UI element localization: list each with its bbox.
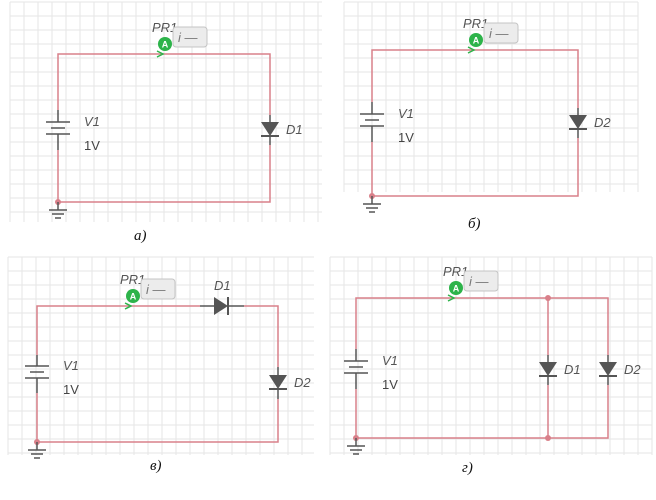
diode-icon (261, 122, 279, 136)
probe-readout-box (172, 26, 208, 48)
ammeter-probe-icon (158, 37, 172, 51)
source-value: 1V (382, 377, 398, 392)
diode-label: D2 (294, 375, 311, 390)
current-direction-arrow-icon (156, 50, 165, 58)
probe-readout-box (140, 278, 176, 300)
caption-g: г) (462, 460, 473, 476)
current-direction-arrow-icon (467, 46, 476, 54)
source-label: V1 (84, 114, 100, 129)
background-grid (329, 256, 653, 455)
background-grid (9, 1, 322, 222)
diode-icon (269, 375, 287, 389)
diode-label: D2 (594, 115, 611, 130)
source-value: 1V (84, 138, 100, 153)
ammeter-probe-icon (126, 289, 140, 303)
ammeter-probe-icon (449, 281, 463, 295)
wire (371, 49, 579, 108)
wire (355, 297, 609, 355)
junction-node (545, 435, 551, 441)
diode-icon (214, 297, 228, 315)
diode-label: D2 (624, 362, 641, 377)
probe-readout: i — (469, 274, 490, 289)
probe-readout: i — (489, 26, 510, 41)
source-value: 1V (398, 130, 414, 145)
probe-readout-box (483, 22, 519, 44)
diode-label: D1 (214, 278, 231, 293)
wire (244, 305, 279, 367)
wire (36, 305, 200, 355)
diode-label: D1 (564, 362, 581, 377)
probe-label: PR1 (152, 20, 177, 35)
source-value: 1V (63, 382, 79, 397)
probe-badge-letter: A (130, 292, 137, 302)
current-direction-arrow-icon (447, 294, 456, 302)
source-label: V1 (398, 106, 414, 121)
ammeter-probe-icon (469, 33, 483, 47)
wire (57, 145, 271, 203)
caption-b: б) (468, 216, 481, 232)
probe-label: PR1 (443, 264, 468, 279)
probe-badge-letter: A (162, 40, 169, 50)
probe-readout-box (463, 270, 499, 292)
wire (36, 393, 279, 443)
wire (371, 138, 579, 197)
junction-node (545, 295, 551, 301)
probe-badge-letter: A (473, 36, 480, 46)
caption-v: в) (150, 458, 162, 474)
probe-readout: i — (178, 30, 199, 45)
wire (355, 385, 609, 439)
probe-label: PR1 (463, 16, 488, 31)
caption-a: a) (134, 228, 147, 244)
probe-label: PR1 (120, 272, 145, 287)
diode-icon (569, 115, 587, 129)
diode-icon (599, 362, 617, 376)
background-grid (7, 256, 314, 455)
diode-label: D1 (286, 122, 303, 137)
current-direction-arrow-icon (124, 302, 133, 310)
source-label: V1 (382, 353, 398, 368)
probe-readout: i — (146, 282, 167, 297)
diode-icon (539, 362, 557, 376)
probe-badge-letter: A (453, 284, 460, 294)
source-label: V1 (63, 358, 79, 373)
